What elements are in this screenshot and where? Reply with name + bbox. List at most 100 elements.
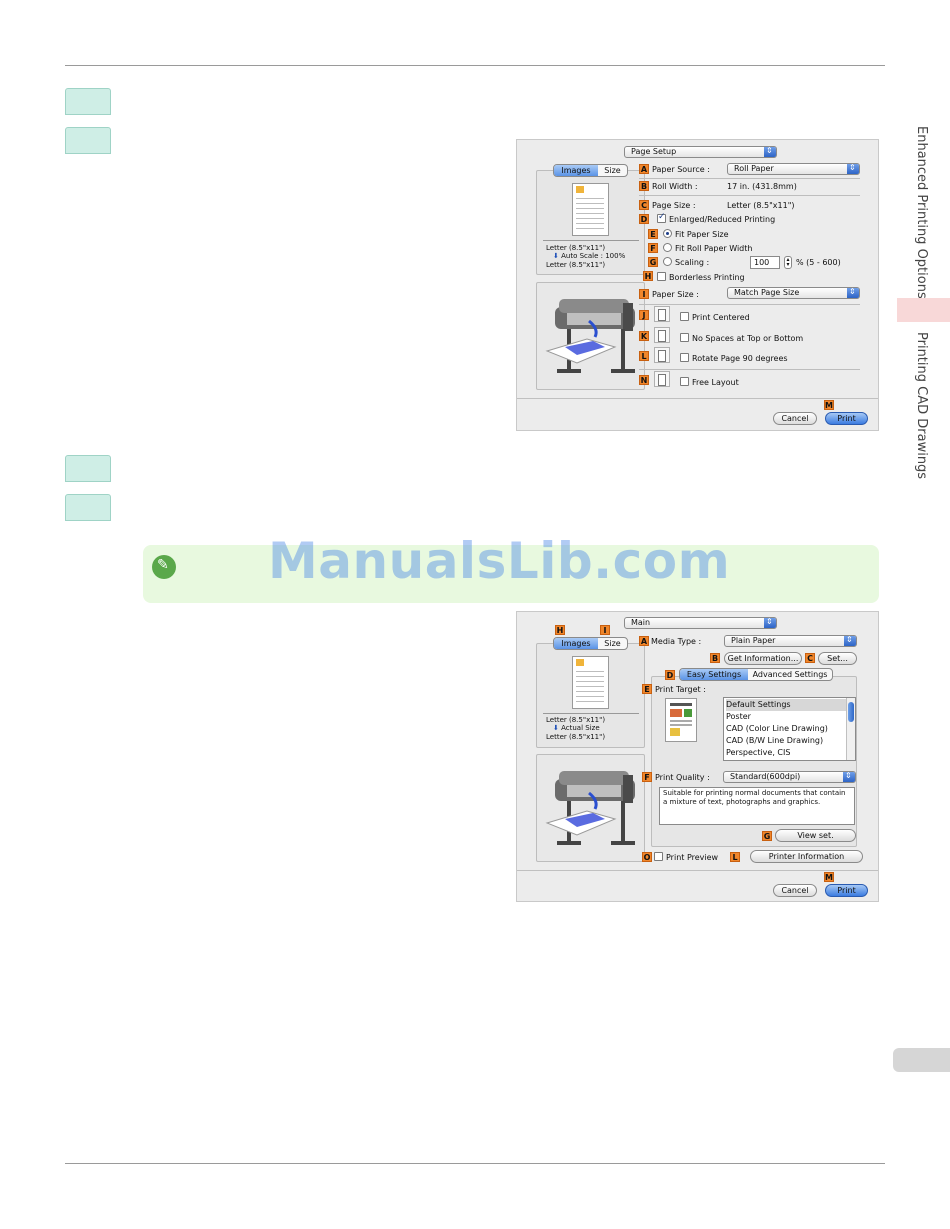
print-button[interactable]: Print [825,412,868,425]
tab-size[interactable]: Size [604,639,621,648]
chevron-updown-icon [847,287,859,298]
main-dialog: Main H I Images Size Letter (8.5"x11") ⬇… [516,611,879,902]
badge-g: G [648,257,658,267]
set-button[interactable]: Set... [818,652,857,665]
top-rule [65,65,885,66]
badge-c: C [805,653,815,663]
preview-from-size: Letter (8.5"x11") [546,244,606,252]
paper-preview-icon [572,183,609,236]
media-type-select[interactable]: Plain Paper [724,635,857,647]
badge-a: A [639,164,649,174]
roll-width-label: Roll Width : [652,182,698,191]
fit-roll-paper-radio[interactable] [663,243,672,252]
print-quality-label: Print Quality : [655,773,710,782]
list-item[interactable]: Default Settings [726,699,846,711]
paper-size-select[interactable]: Match Page Size [727,287,860,299]
separator [639,178,860,179]
chevron-updown-icon [843,771,855,782]
chevron-updown-icon [844,635,856,646]
scaling-radio[interactable] [663,257,672,266]
paper-source-value: Roll Paper [734,164,774,173]
no-spaces-checkbox[interactable] [680,333,689,342]
borderless-checkbox[interactable] [657,272,666,281]
tab-size[interactable]: Size [604,166,621,175]
tab-images[interactable]: Images [554,165,598,176]
preview-scale: ⬇ Auto Scale : 100% [553,252,626,260]
step-marker-3 [65,455,111,482]
preview-scale: ⬇ Actual Size [553,724,600,732]
settings-mode-tabs[interactable]: Easy Settings Advanced Settings [679,668,833,681]
pane-popup[interactable]: Page Setup [624,146,777,158]
badge-g: G [762,831,772,841]
fit-paper-size-label: Fit Paper Size [675,230,729,239]
fit-paper-size-radio[interactable] [663,229,672,238]
side-tab-printing-cad-drawings[interactable]: Printing CAD Drawings [914,332,929,480]
scaling-range: % (5 - 600) [796,258,841,267]
borderless-label: Borderless Printing [669,273,745,282]
chevron-updown-icon [847,163,859,174]
enlarged-reduced-checkbox[interactable] [657,212,666,223]
printer-illustration-icon [545,299,635,373]
print-quality-select[interactable]: Standard(600dpi) [723,771,856,783]
list-item[interactable]: CAD (B/W Line Drawing) [726,736,824,745]
tab-images[interactable]: Images [554,638,598,649]
print-target-list[interactable]: Default Settings Poster CAD (Color Line … [723,697,856,761]
scaling-stepper[interactable]: ▴▾ [784,256,792,269]
rotate-page-icon [654,347,670,363]
no-spaces-label: No Spaces at Top or Bottom [692,334,804,343]
badge-e: E [642,684,652,694]
preview-divider [543,240,639,241]
rotate-page-checkbox[interactable] [680,353,689,362]
list-item[interactable]: Poster [726,712,751,721]
paper-source-select[interactable]: Roll Paper [727,163,860,175]
badge-k: K [639,331,649,341]
media-type-value: Plain Paper [731,636,776,645]
pane-popup[interactable]: Main [624,617,777,629]
print-target-scrollbar[interactable] [846,698,855,760]
printer-illustration-icon [545,771,635,845]
printer-image-box [536,754,645,862]
preview-from-size: Letter (8.5"x11") [546,716,606,724]
side-tab-enhanced-printing-options[interactable]: Enhanced Printing Options [914,126,929,299]
footer-separator [517,398,878,399]
print-button[interactable]: Print [825,884,868,897]
print-quality-description: Suitable for printing normal documents t… [659,787,855,825]
tab-easy-settings[interactable]: Easy Settings [680,669,748,680]
footer-separator [517,870,878,871]
print-preview-checkbox[interactable] [654,852,663,861]
preview-tabs[interactable]: Images Size [553,164,628,177]
scrollbar-thumb[interactable] [848,702,854,722]
free-layout-checkbox[interactable] [680,377,689,386]
badge-e: E [648,229,658,239]
cancel-button[interactable]: Cancel [773,412,817,425]
no-spaces-icon [654,327,670,343]
preview-tabs[interactable]: Images Size [553,637,628,650]
free-layout-label: Free Layout [692,378,739,387]
print-centered-checkbox[interactable] [680,312,689,321]
badge-b: B [639,181,649,191]
media-type-label: Media Type : [651,637,702,646]
list-item[interactable]: CAD (Color Line Drawing) [726,724,828,733]
printer-information-button[interactable]: Printer Information [750,850,863,863]
paper-size-label: Paper Size : [652,290,699,299]
preview-to-size: Letter (8.5"x11") [546,733,606,741]
cancel-button[interactable]: Cancel [773,884,817,897]
paper-preview-icon [572,656,609,709]
note-pencil-icon [152,555,176,579]
list-item[interactable]: Perspective, CIS [726,748,791,757]
pane-popup-label: Main [631,618,651,627]
print-centered-label: Print Centered [692,313,750,322]
badge-n: N [639,375,649,385]
rotate-page-label: Rotate Page 90 degrees [692,354,788,363]
get-information-button[interactable]: Get Information... [724,652,802,665]
tab-advanced-settings[interactable]: Advanced Settings [752,670,828,679]
page-number-tab[interactable] [893,1048,950,1072]
popup-arrow-icon [764,617,776,628]
badge-l: L [730,852,740,862]
badge-m: M [824,400,834,410]
scaling-input[interactable]: 100 [750,256,780,269]
print-preview-label: Print Preview [666,853,719,862]
view-set-button[interactable]: View set. [775,829,856,842]
badge-i: I [639,289,649,299]
badge-h: H [643,271,653,281]
